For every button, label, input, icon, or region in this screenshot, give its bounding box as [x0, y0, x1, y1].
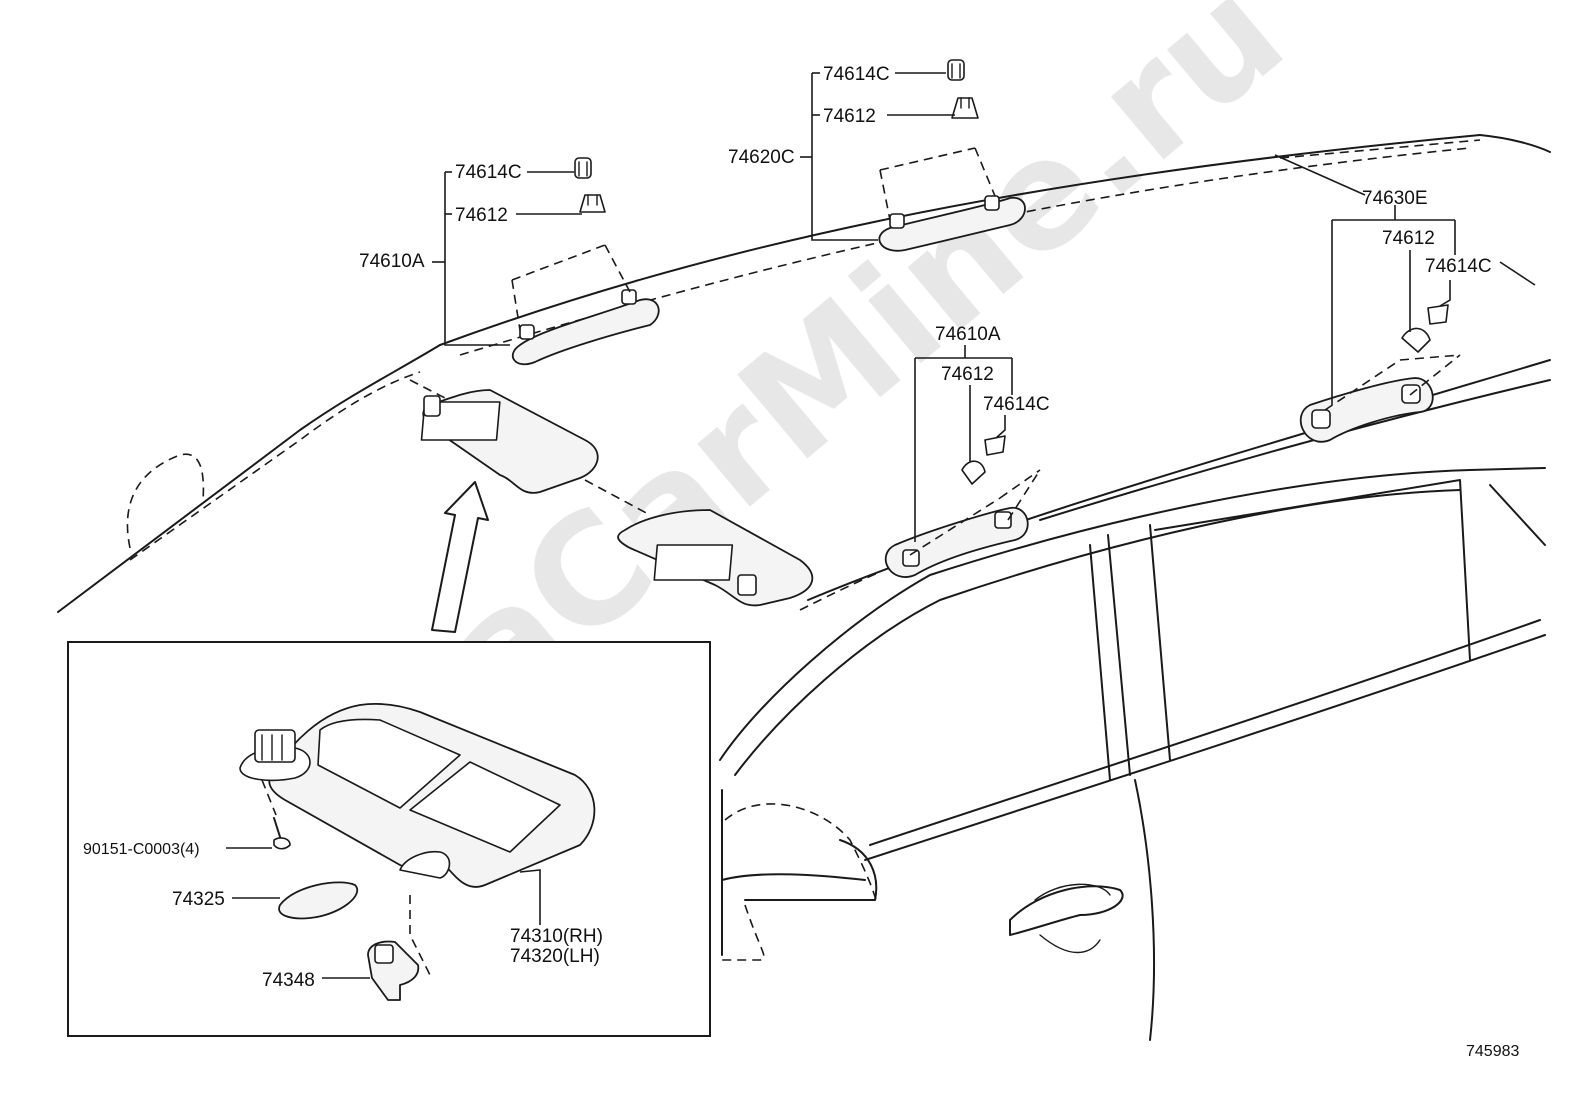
inset-box: [67, 641, 711, 1037]
sun-visor-right-installed: [584, 479, 814, 607]
leader-lines: [226, 72, 1536, 979]
label-74614C-d: 74614C: [983, 394, 1050, 415]
labels: 74614C 74612 74610A 74614C 74612 74620C …: [83, 64, 1519, 1060]
label-74325: 74325: [172, 889, 225, 910]
diagram-code: 745983: [1466, 1043, 1519, 1060]
clip-74612-b: [951, 97, 979, 119]
label-74612-d: 74612: [941, 364, 994, 385]
label-74614C-a: 74614C: [455, 162, 522, 183]
clip-74614C-c: [1427, 304, 1449, 325]
sun-visor-left-installed: [409, 379, 599, 494]
clip-74614C-b: [947, 59, 965, 81]
label-74348: 74348: [262, 970, 315, 991]
label-74614C-c: 74614C: [1425, 256, 1492, 277]
pointer-arrow: [431, 481, 489, 633]
label-74630E: 74630E: [1362, 188, 1428, 209]
clip-74612-c: [1401, 327, 1431, 353]
label-74610A-b: 74610A: [935, 324, 1001, 345]
clip-74614C-d: [984, 435, 1006, 456]
label-74310: 74310(RH): [510, 926, 603, 947]
label-74612-b: 74612: [823, 106, 876, 127]
clip-74612-d: [961, 460, 986, 485]
screw-90151: [261, 779, 291, 850]
clip-74612-a: [579, 194, 606, 213]
assist-grip-roof-center: [878, 147, 1026, 252]
label-74612-c: 74612: [1382, 228, 1435, 249]
label-74612-a: 74612: [455, 205, 508, 226]
assist-grip-front-left: [511, 244, 660, 366]
clip-74614C-a: [574, 157, 592, 179]
label-74614C-b: 74614C: [823, 64, 890, 85]
holder-74348: [367, 895, 431, 1001]
label-74320: 74320(LH): [510, 946, 600, 967]
assist-grip-front-right: [884, 469, 1041, 578]
mirror-cover-74325: [278, 881, 358, 920]
label-90151-C0003: 90151-C0003(4): [83, 841, 200, 858]
label-74610A-a: 74610A: [359, 251, 425, 272]
label-74620C: 74620C: [728, 147, 795, 168]
sun-visor-detail: [239, 702, 596, 888]
assist-grip-rear-right: [1299, 354, 1461, 443]
